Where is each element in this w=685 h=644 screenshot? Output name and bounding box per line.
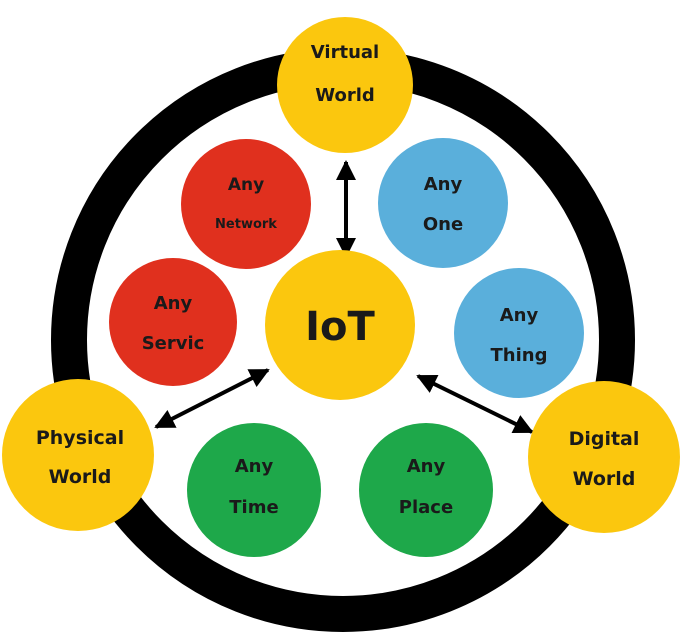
any-time-bubble: Any Time — [187, 423, 321, 557]
any-servic-line1: Any — [154, 293, 193, 314]
digital-world-line2: World — [573, 468, 636, 490]
digital-world-node: Digital World — [528, 381, 680, 533]
arrow-iot-physical — [154, 368, 270, 429]
physical-world-line1: Physical — [36, 427, 124, 449]
virtual-world-line2: World — [315, 85, 375, 106]
any-network-line2: Network — [215, 217, 277, 232]
any-place-line2: Place — [399, 497, 453, 518]
any-one-line1: Any — [424, 174, 463, 195]
any-servic-bubble: Any Servic — [109, 258, 237, 386]
any-network-bubble: Any Network — [181, 139, 311, 269]
iot-center-label: IoT — [305, 304, 375, 350]
physical-world-node: Physical World — [2, 379, 154, 531]
any-one-bubble: Any One — [378, 138, 508, 268]
virtual-world-line1: Virtual — [311, 42, 379, 63]
any-place-bubble: Any Place — [359, 423, 493, 557]
any-network-line1: Any — [228, 175, 264, 195]
any-one-line2: One — [423, 214, 463, 235]
any-servic-line2: Servic — [142, 333, 205, 354]
any-thing-line1: Any — [500, 305, 539, 326]
any-place-line1: Any — [407, 456, 446, 477]
any-time-line1: Any — [235, 456, 274, 477]
digital-world-line1: Digital — [569, 428, 640, 450]
arrow-iot-digital — [416, 374, 534, 434]
iot-center-node: IoT — [265, 250, 415, 400]
any-time-line2: Time — [229, 497, 278, 518]
any-thing-bubble: Any Thing — [454, 268, 584, 398]
physical-world-line2: World — [49, 466, 112, 488]
any-thing-line2: Thing — [491, 345, 548, 366]
virtual-world-node: Virtual World — [277, 17, 413, 153]
